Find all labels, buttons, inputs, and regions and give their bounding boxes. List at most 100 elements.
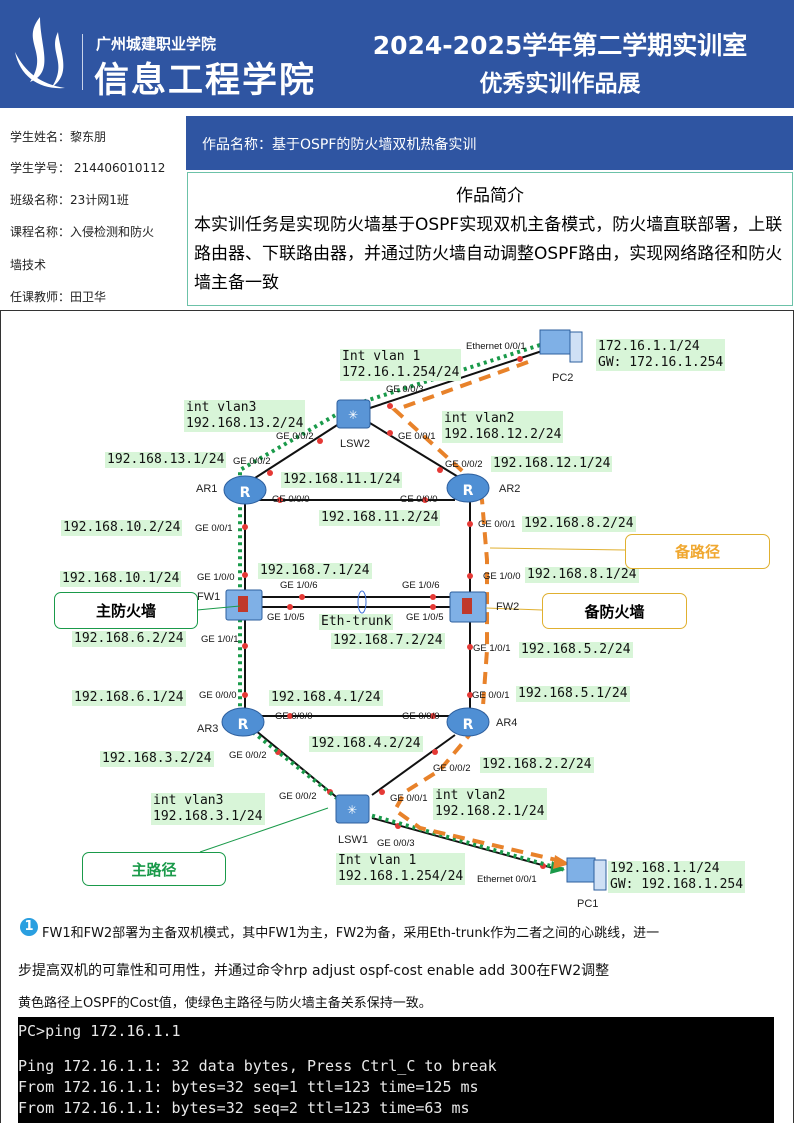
ip-label: 192.168.11.2/24	[319, 510, 441, 526]
port-label: GE 1/0/0	[483, 571, 521, 582]
ip-label: 192.168.12.1/24	[491, 456, 613, 472]
ip-label: 192.168.10.2/24	[61, 520, 183, 536]
lsw2-switch-icon: ✳	[336, 399, 371, 429]
work-title: 作品名称：基于OSPF的防火墙双机热备实训	[186, 116, 793, 170]
link-lsw2-ar2	[364, 419, 461, 479]
logo-divider	[82, 34, 83, 90]
eth-trunk-mark	[357, 590, 367, 614]
svg-text:R: R	[463, 483, 474, 499]
ip-label: 192.168.5.1/24	[516, 686, 630, 702]
device-label-fw1: FW1	[197, 591, 221, 603]
port-label: GE 0/0/1	[398, 431, 436, 442]
port-label: GE 0/0/0	[402, 711, 440, 722]
main-path-callout: 主路径	[82, 852, 226, 886]
port-label: GE 1/0/6	[402, 580, 440, 591]
port-label: GE 0/0/2	[279, 791, 317, 802]
device-label-pc1: PC1	[577, 898, 599, 910]
port-label: GE 1/0/5	[406, 612, 444, 623]
ip-label: Int vlan 1 192.168.1.254/24	[336, 853, 466, 885]
fw1-firewall-icon	[225, 589, 263, 621]
ar2-router-icon: R	[446, 473, 490, 503]
backup-path-leader	[489, 547, 626, 551]
exhibition-title: 2024-2025学年第二学期实训室	[372, 31, 748, 60]
port-label: GE 1/0/1	[473, 643, 511, 654]
ip-label: int vlan3 192.168.13.2/24	[184, 400, 306, 432]
main-fw-leader	[196, 605, 241, 611]
ip-label: 192.168.7.2/24	[331, 633, 445, 649]
backup-firewall-callout: 备防火墙	[542, 593, 687, 629]
port-label: GE 0/0/1	[472, 690, 510, 701]
port-dots	[242, 356, 546, 869]
ip-label: 192.168.8.1/24	[525, 567, 639, 583]
lsw1-switch-icon: ✳	[335, 794, 370, 824]
header-banner: 广州城建职业学院 信息工程学院 2024-2025学年第二学期实训室 优秀实训作…	[0, 0, 794, 108]
port-label: GE 0/0/2	[229, 750, 267, 761]
ar4-router-icon: R	[446, 707, 490, 737]
ip-label: 192.168.13.1/24	[105, 452, 227, 468]
ip-label: 192.168.4.2/24	[309, 736, 423, 752]
note-line-3: 黄色路径上OSPF的Cost值，使绿色主路径与防火墙主备关系保持一致。	[18, 996, 432, 1011]
terminal-line: From 172.16.1.1: bytes=32 seq=1 ttl=123 …	[18, 1078, 479, 1096]
ip-label: 192.168.1.1/24 GW: 192.168.1.254	[608, 861, 746, 893]
terminal-line: PC>ping 172.16.1.1	[18, 1022, 181, 1040]
main-path-line	[238, 343, 566, 872]
course-name-cont: 墙技术	[10, 258, 47, 272]
port-label: GE 0/0/2	[445, 459, 483, 470]
ip-label: Int vlan 1 172.16.1.254/24	[340, 349, 462, 381]
network-topology: ✳ ✳ R R R R	[196, 329, 626, 891]
college-name: 信息工程学院	[94, 61, 317, 101]
main-path-leader	[199, 807, 329, 853]
backup-fw-leader	[485, 607, 543, 611]
port-label: GE 1/0/0	[197, 572, 235, 583]
device-label-ar2: AR2	[499, 483, 521, 495]
backup-path-arrow	[553, 855, 570, 869]
ip-label: int vlan2 192.168.2.1/24	[433, 788, 547, 820]
port-label: Ethernet 0/0/1	[466, 341, 526, 352]
port-label: GE 0/0/0	[275, 711, 313, 722]
link-ar4-lsw1	[371, 734, 456, 796]
port-label: GE 0/0/1	[390, 793, 428, 804]
class-name: 班级名称：23计网1班	[10, 193, 129, 207]
ip-label: 192.168.4.1/24	[269, 690, 383, 706]
backup-path-callout: 备路径	[625, 534, 770, 569]
ar1-router-icon: R	[223, 475, 267, 505]
port-label: GE 0/0/2	[233, 456, 271, 467]
svg-text:✳: ✳	[348, 408, 358, 422]
ip-label: 192.168.2.2/24	[480, 757, 594, 773]
svg-text:R: R	[463, 717, 474, 733]
port-label: GE 0/0/3	[386, 384, 424, 395]
teacher-name: 任课教师：田卫华	[10, 290, 107, 304]
ip-label: int vlan2 192.168.12.2/24	[442, 411, 564, 443]
svg-text:✳: ✳	[347, 803, 357, 817]
eth-trunk-label: Eth-trunk	[319, 614, 394, 630]
link-ar1-lsw2	[254, 419, 346, 479]
device-label-ar1: AR1	[196, 483, 218, 495]
college-logo-icon	[15, 17, 65, 89]
ar3-router-icon: R	[221, 707, 265, 737]
ip-label: 192.168.10.1/24	[60, 571, 182, 587]
terminal-line: From 172.16.1.1: bytes=32 seq=2 ttl=123 …	[18, 1099, 470, 1117]
main-firewall-callout: 主防火墙	[54, 592, 198, 629]
ip-label: 192.168.11.1/24	[281, 472, 403, 488]
port-label: GE 0/0/2	[433, 763, 471, 774]
ip-label: 192.168.6.1/24	[72, 690, 186, 706]
port-label: GE 0/0/1	[478, 519, 516, 530]
port-label: GE 1/0/6	[280, 580, 318, 591]
ip-label: 192.168.8.2/24	[522, 516, 636, 532]
ip-label: 192.168.7.1/24	[258, 563, 372, 579]
student-name: 学生姓名：黎东朋	[10, 130, 107, 144]
device-label-lsw1: LSW1	[338, 834, 368, 846]
port-label: GE 0/0/0	[400, 494, 438, 505]
svg-text:R: R	[238, 717, 249, 733]
port-label: GE 0/0/3	[377, 838, 415, 849]
device-label-ar3: AR3	[197, 723, 219, 735]
terminal-line: Ping 172.16.1.1: 32 data bytes, Press Ct…	[18, 1057, 497, 1075]
ip-label: 192.168.6.2/24	[72, 631, 186, 647]
note-line-2: 步提高双机的可靠性和可用性，并通过命令hrp adjust ospf-cost …	[18, 963, 610, 979]
school-name: 广州城建职业学院	[96, 35, 217, 53]
port-label: GE 0/0/0	[272, 494, 310, 505]
intro-heading: 作品简介	[456, 186, 524, 206]
ip-label: 192.168.3.2/24	[100, 751, 214, 767]
port-label: Ethernet 0/0/1	[477, 874, 537, 885]
